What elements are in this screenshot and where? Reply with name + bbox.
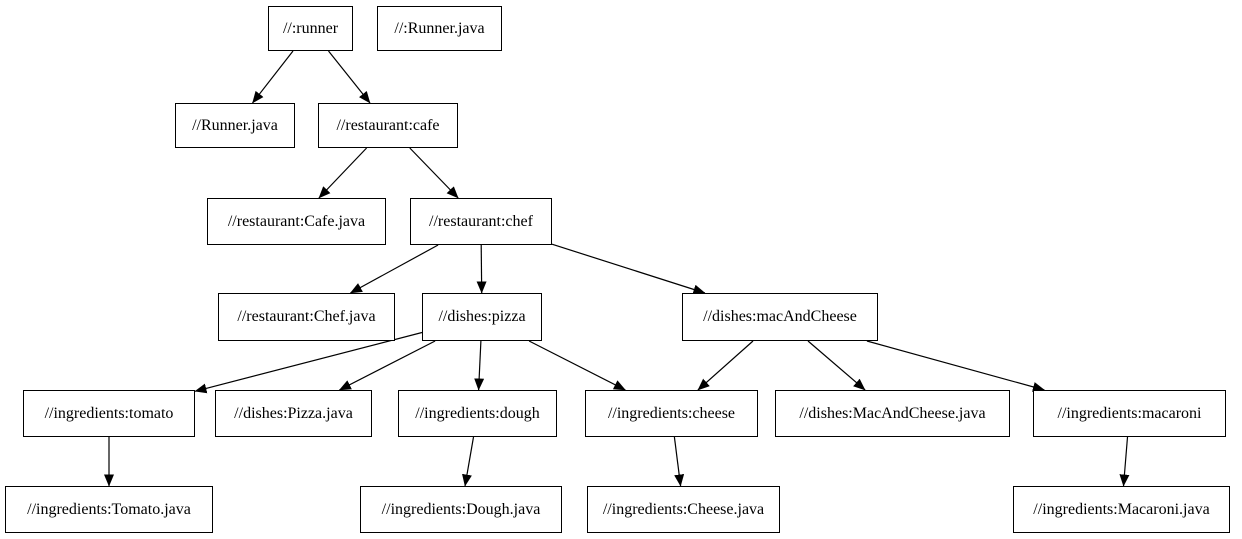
dependency-edge-macandcheese-to-macaroni [866, 340, 1045, 392]
graph-node-cafe_java: //restaurant:Cafe.java [207, 198, 386, 245]
dependency-edge-pizza-to-cheese [528, 340, 626, 391]
dependency-edge-cafe-to-cafe_java [318, 147, 368, 199]
graph-node-cheese_java: //ingredients:Cheese.java [587, 486, 780, 533]
graph-node-tomato_java: //ingredients:Tomato.java [5, 486, 213, 533]
dependency-edge-runner-to-cafe [328, 50, 371, 104]
dependency-edge-cheese-to-cheese_java [673, 436, 685, 487]
graph-node-dough: //ingredients:dough [398, 390, 557, 437]
graph-node-macaroni_java: //ingredients:Macaroni.java [1013, 486, 1230, 533]
graph-node-pizza: //dishes:pizza [422, 293, 542, 341]
dependency-edge-macandcheese-to-cheese [697, 340, 754, 391]
graph-node-pizza_java: //dishes:Pizza.java [215, 390, 372, 437]
graph-node-chef_java: //restaurant:Chef.java [218, 293, 395, 341]
dependency-edge-chef-to-pizza [476, 244, 487, 294]
graph-node-tomato: //ingredients:tomato [23, 390, 195, 437]
dependency-edge-pizza-to-dough [474, 340, 485, 391]
graph-node-macandcheese_java: //dishes:MacAndCheese.java [775, 390, 1010, 437]
graph-node-cheese: //ingredients:cheese [585, 390, 758, 437]
dependency-edge-cafe-to-chef [409, 147, 459, 199]
dependency-edge-macaroni-to-macaroni_java [1119, 436, 1130, 487]
graph-node-runner: //:runner [268, 6, 353, 51]
dependency-edge-chef-to-chef_java [349, 244, 439, 294]
graph-node-dough_java: //ingredients:Dough.java [360, 486, 562, 533]
graph-node-macandcheese: //dishes:macAndCheese [682, 293, 878, 341]
dependency-edge-pizza-to-pizza_java [338, 340, 436, 391]
dependency-edge-chef-to-macandcheese [551, 243, 706, 295]
graph-node-cafe: //restaurant:cafe [318, 103, 458, 148]
graph-node-chef: //restaurant:chef [410, 198, 552, 245]
graph-node-macaroni: //ingredients:macaroni [1033, 390, 1226, 437]
dependency-edge-macandcheese-to-macandcheese_java [807, 340, 866, 391]
dependency-edge-dough-to-dough_java [462, 436, 475, 487]
dependency-edge-runner-to-runner_java [252, 50, 294, 104]
dependency-edge-pizza-to-tomato [194, 331, 423, 394]
graph-node-runner_java_root: //:Runner.java [377, 6, 502, 51]
graph-node-runner_java: //Runner.java [175, 103, 295, 148]
